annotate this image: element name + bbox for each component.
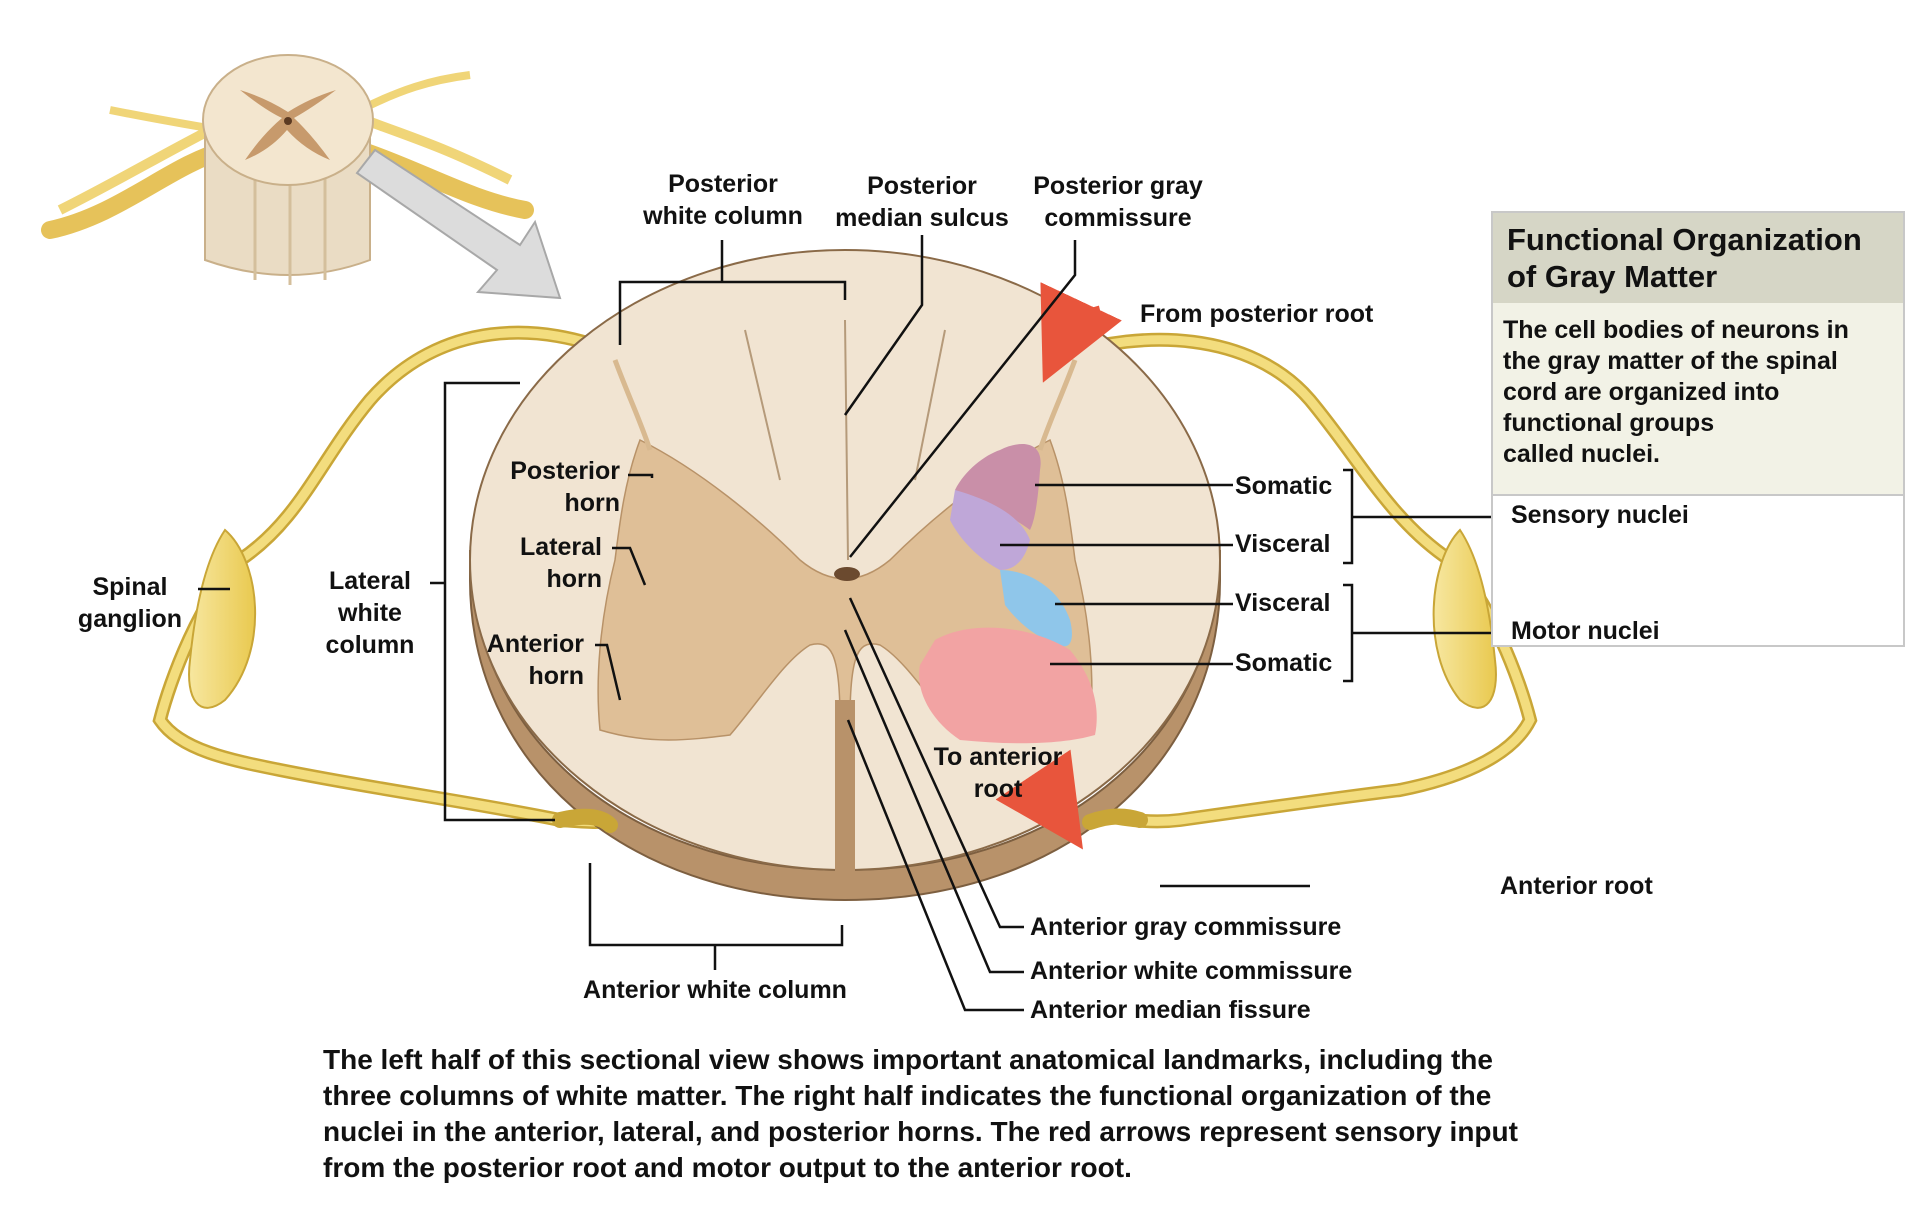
label-anterior-gray-commissure: Anterior gray commissure [1030,913,1342,941]
central-canal [834,567,860,581]
label-anterior-white-column: Anterior white column [583,976,847,1004]
somatic-sensory-nucleus [955,444,1041,530]
sensory-input-arrow [1040,282,1122,383]
info-box-header: Functional Organization of Gray Matter [1493,213,1903,303]
left-nerves [152,325,623,829]
label-lateral-horn: Lateral horn [520,533,602,593]
label-somatic-bottom: Somatic [1235,649,1333,677]
label-posterior-gray-commissure: Posterior gray commissure [1033,172,1203,232]
somatic-motor-nucleus [919,627,1097,744]
anterior-median-fissure-shape [835,700,855,880]
label-anterior-white-commissure: Anterior white commissure [1030,957,1353,985]
label-from-posterior-root: From posterior root [1140,300,1374,328]
label-visceral-bottom: Visceral [1235,589,1331,617]
right-ganglion-shape [1432,528,1497,709]
label-anterior-median-fissure: Anterior median fissure [1030,996,1311,1024]
info-box-title: Functional Organization of Gray Matter [1507,222,1862,294]
label-spinal-ganglion: Spinal ganglion [77,573,183,633]
info-box-text: The cell bodies of neurons in the gray m… [1503,316,1849,468]
label-visceral-top: Visceral [1235,530,1331,558]
visceral-sensory-nucleus [950,490,1030,570]
label-posterior-horn: Posterior horn [510,457,620,517]
label-lateral-white-column: Lateral white column [325,567,415,659]
label-posterior-median-sulcus: Posterior median sulcus [835,172,1009,232]
visceral-motor-nucleus [1000,570,1072,647]
info-box-body: The cell bodies of neurons in the gray m… [1493,303,1903,496]
zoom-arrow [355,148,562,300]
cord-3d-thumbnail [41,54,534,285]
posterior-fissure-lines [744,319,946,561]
label-anterior-horn: Anterior horn [486,630,584,690]
label-to-anterior-root: To anterior root [933,743,1063,803]
label-anterior-root: Anterior root [1500,872,1653,900]
label-motor-nuclei: Motor nuclei [1511,617,1660,645]
left-anterior-root-stub [552,808,618,833]
motor-output-arrow [995,749,1083,850]
label-posterior-white-column: Posterior white column [643,170,803,230]
label-somatic-top: Somatic [1235,472,1333,500]
right-anterior-root-stub [1082,808,1148,830]
functional-organization-box: Functional Organization of Gray Matter T… [1491,211,1905,647]
figure-caption: The left half of this sectional view sho… [323,1044,1518,1183]
right-nerves [1062,332,1538,829]
label-sensory-nuclei: Sensory nuclei [1511,501,1689,529]
